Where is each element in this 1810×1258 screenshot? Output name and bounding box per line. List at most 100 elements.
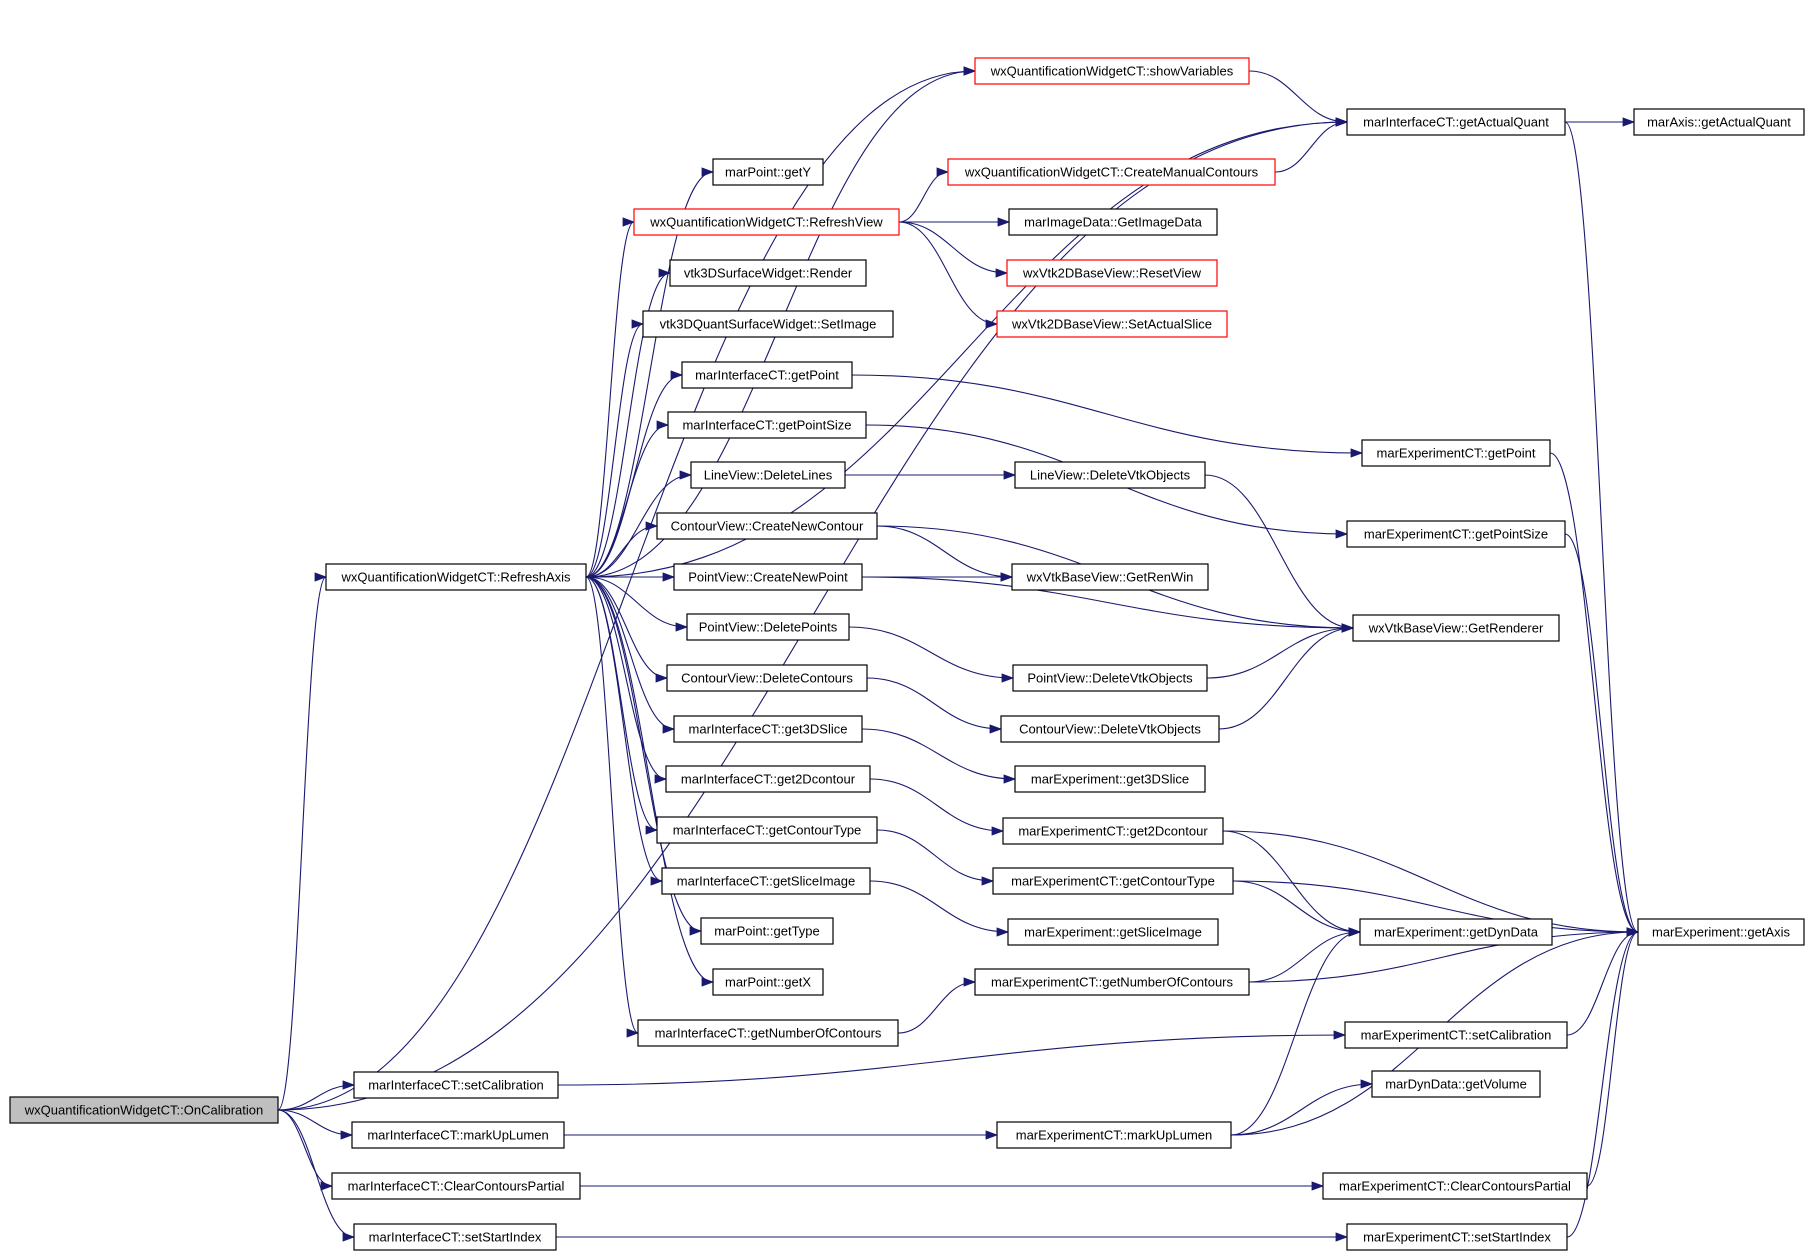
edge-expMarkUp-to-getDynData	[1230, 931, 1361, 1136]
node-contourDelVtk[interactable]: ContourView::DeleteVtkObjects	[1000, 715, 1220, 743]
edge-createManual-to-getActualQuant	[1274, 121, 1348, 173]
node-expGetPoint[interactable]: marExperimentCT::getPoint	[1361, 439, 1551, 467]
edge-expClear-to-getAxis	[1586, 931, 1639, 1187]
node-expSetCal[interactable]: marExperimentCT::setCalibration	[1344, 1021, 1568, 1049]
node-getSliceImageIf[interactable]: marInterfaceCT::getSliceImage	[661, 867, 871, 895]
node-setActualSlice[interactable]: wxVtk2DBaseView::SetActualSlice	[996, 310, 1228, 338]
node-clearIf[interactable]: marInterfaceCT::ClearContoursPartial	[331, 1172, 581, 1200]
node-markUpIf[interactable]: marInterfaceCT::markUpLumen	[351, 1121, 565, 1149]
node-box	[1346, 108, 1566, 136]
node-getPointSizeIf[interactable]: marInterfaceCT::getPointSize	[667, 411, 867, 439]
arrowhead-refreshView-to-setActualSlice	[985, 319, 999, 329]
arrowhead-getNumIf-to-expNumContours	[963, 977, 977, 987]
arrowhead-refreshAxis-to-getPointIf	[670, 370, 684, 380]
node-expSliceImage[interactable]: marExperiment::getSliceImage	[1007, 918, 1219, 946]
edge-refreshAxis-to-getActualQuant	[585, 121, 1348, 578]
arrowhead-expStart-to-getAxis	[1626, 927, 1640, 937]
arrowhead-refreshAxis-to-get3DSliceIf	[662, 724, 676, 734]
node-label: marExperiment::getAxis	[1652, 925, 1790, 940]
node-createContour[interactable]: ContourView::CreateNewContour	[656, 512, 878, 540]
edge-setCalIf-to-expSetCal	[557, 1034, 1346, 1086]
node-refreshAxis[interactable]: wxQuantificationWidgetCT::RefreshAxis	[325, 563, 587, 591]
edge-expMarkUp-to-getVolume	[1230, 1083, 1373, 1136]
node-getRenWin[interactable]: wxVtkBaseView::GetRenWin	[1011, 563, 1209, 591]
node-box	[700, 917, 834, 945]
node-getNumIf[interactable]: marInterfaceCT::getNumberOfContours	[637, 1019, 899, 1047]
node-deleteLines[interactable]: LineView::DeleteLines	[690, 461, 846, 489]
node-box	[642, 310, 894, 338]
node-setCalIf[interactable]: marInterfaceCT::setCalibration	[353, 1071, 559, 1099]
node-label: ContourView::CreateNewContour	[671, 519, 864, 534]
node-getPointIf[interactable]: marInterfaceCT::getPoint	[681, 361, 853, 389]
node-getImageData[interactable]: marImageData::GetImageData	[1008, 208, 1218, 236]
edge-onCal-to-refreshAxis	[277, 576, 327, 1111]
node-box	[1344, 1021, 1568, 1049]
node-getType[interactable]: marPoint::getType	[700, 917, 834, 945]
edge-refreshView-to-setActualSlice	[898, 221, 998, 325]
node-get3DSliceIf[interactable]: marInterfaceCT::get3DSlice	[673, 715, 863, 743]
node-box	[665, 765, 871, 793]
edge-expGetPointSize-to-getAxis	[1564, 533, 1639, 933]
node-createPoint[interactable]: PointView::CreateNewPoint	[673, 563, 863, 591]
node-showVars[interactable]: wxQuantificationWidgetCT::showVariables	[974, 57, 1250, 85]
node-getX[interactable]: marPoint::getX	[712, 968, 824, 996]
node-get2DcontourIf[interactable]: marInterfaceCT::get2Dcontour	[665, 765, 871, 793]
arrowhead-refreshAxis-to-createPoint	[662, 572, 676, 582]
node-box	[325, 563, 587, 591]
node-box	[681, 361, 853, 389]
node-axisActualQuant[interactable]: marAxis::getActualQuant	[1633, 108, 1805, 136]
node-getAxis[interactable]: marExperiment::getAxis	[1637, 918, 1805, 946]
node-exp2Dcontour[interactable]: marExperimentCT::get2Dcontour	[1002, 817, 1224, 845]
node-box	[1012, 664, 1208, 692]
arrowhead-refreshAxis-to-deleteLines	[679, 470, 693, 480]
node-label: marExperimentCT::getPointSize	[1364, 527, 1548, 542]
node-label: PointView::CreateNewPoint	[688, 570, 848, 585]
node-label: marExperiment::getSliceImage	[1024, 925, 1202, 940]
node-createManual[interactable]: wxQuantificationWidgetCT::CreateManualCo…	[947, 158, 1276, 186]
arrowhead-refreshAxis-to-setImage	[631, 319, 645, 329]
node-resetView[interactable]: wxVtk2DBaseView::ResetView	[1006, 259, 1218, 287]
node-label: wxVtkBaseView::GetRenderer	[1368, 621, 1544, 636]
node-box	[673, 715, 863, 743]
node-onCal[interactable]: wxQuantificationWidgetCT::OnCalibration	[9, 1096, 279, 1124]
node-expGetPointSize[interactable]: marExperimentCT::getPointSize	[1346, 520, 1566, 548]
node-box	[633, 208, 900, 236]
node-box	[666, 664, 868, 692]
node-startIf[interactable]: marInterfaceCT::setStartIndex	[353, 1223, 557, 1251]
node-getActualQuant[interactable]: marInterfaceCT::getActualQuant	[1346, 108, 1566, 136]
node-getDynData[interactable]: marExperiment::getDynData	[1359, 918, 1553, 946]
arrowhead-refreshAxis-to-getPointSizeIf	[656, 420, 670, 430]
node-getY[interactable]: marPoint::getY	[712, 158, 824, 186]
node-box	[686, 613, 850, 641]
node-pointDelVtk[interactable]: PointView::DeleteVtkObjects	[1012, 664, 1208, 692]
node-refreshView[interactable]: wxQuantificationWidgetCT::RefreshView	[633, 208, 900, 236]
node-getRenderer[interactable]: wxVtkBaseView::GetRenderer	[1352, 614, 1560, 642]
node-setImage[interactable]: vtk3DQuantSurfaceWidget::SetImage	[642, 310, 894, 338]
node-expClear[interactable]: marExperimentCT::ClearContoursPartial	[1322, 1172, 1588, 1200]
node-box	[1352, 614, 1560, 642]
node-deletePoints[interactable]: PointView::DeletePoints	[686, 613, 850, 641]
node-expMarkUp[interactable]: marExperimentCT::markUpLumen	[996, 1121, 1232, 1149]
arrowhead-onCal-to-refreshAxis	[314, 572, 328, 582]
arrowhead-refreshAxis-to-getSliceImageIf	[650, 876, 664, 886]
node-exp3DSlice[interactable]: marExperiment::get3DSlice	[1014, 765, 1206, 793]
node-label: vtk3DQuantSurfaceWidget::SetImage	[660, 317, 877, 332]
node-label: wxQuantificationWidgetCT::OnCalibration	[24, 1103, 263, 1118]
arrowhead-refreshView-to-createManual	[936, 167, 950, 177]
edge-get3DSliceIf-to-exp3DSlice	[861, 728, 1016, 780]
node-expStart[interactable]: marExperimentCT::setStartIndex	[1346, 1223, 1568, 1251]
edge-refreshView-to-createManual	[898, 171, 949, 223]
node-label: marInterfaceCT::getPoint	[695, 368, 839, 383]
node-lineDelVtk[interactable]: LineView::DeleteVtkObjects	[1014, 461, 1206, 489]
node-label: marExperimentCT::ClearContoursPartial	[1339, 1179, 1571, 1194]
arrowhead-getActualQuant-to-axisActualQuant	[1622, 117, 1636, 127]
node-getVolume[interactable]: marDynData::getVolume	[1371, 1070, 1541, 1098]
node-expNumContours[interactable]: marExperimentCT::getNumberOfContours	[974, 968, 1250, 996]
node-getContourTypeIf[interactable]: marInterfaceCT::getContourType	[656, 816, 878, 844]
node-box	[996, 310, 1228, 338]
node-label: marInterfaceCT::getContourType	[673, 823, 862, 838]
node-deleteContours[interactable]: ContourView::DeleteContours	[666, 664, 868, 692]
node-expContourType[interactable]: marExperimentCT::getContourType	[992, 867, 1234, 895]
node-box	[712, 158, 824, 186]
node-render[interactable]: vtk3DSurfaceWidget::Render	[669, 259, 867, 287]
